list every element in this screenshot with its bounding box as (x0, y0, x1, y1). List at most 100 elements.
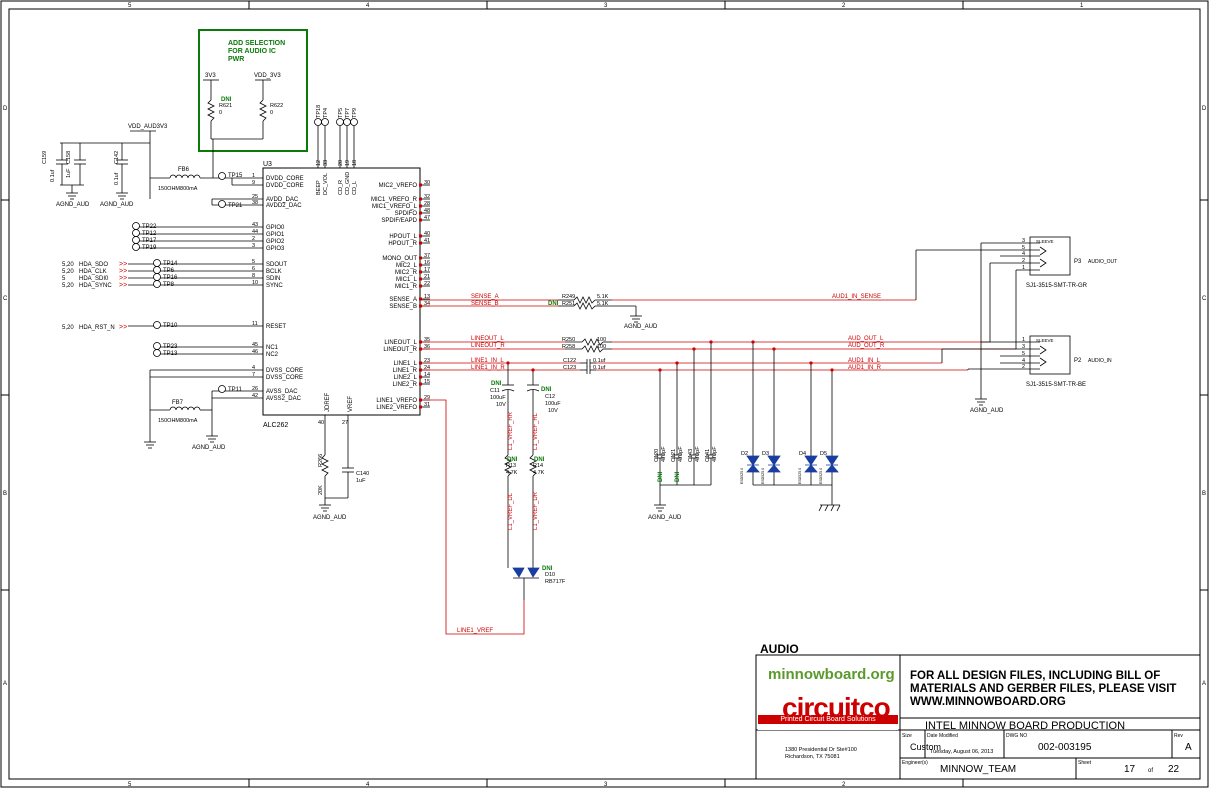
tb-rev-label: Rev (1174, 733, 1183, 739)
u3-pin-number: 4 (252, 365, 255, 371)
u3-pin-name: MIC1_VREFO_L (372, 204, 418, 210)
testpoint-circle (132, 229, 140, 237)
tp23-label: TP23 (163, 344, 178, 350)
r258-val: 100 (597, 344, 606, 350)
r14-ref: R14 (533, 463, 543, 469)
net-lineout-r: LINEOUT_R (471, 343, 505, 349)
u3-pin-name: LINE2_L (394, 375, 418, 381)
testpoint-label: TP5 (338, 108, 344, 118)
dni-d10: DNI (542, 566, 553, 572)
fb7-val: 150OHM800mA (158, 418, 198, 424)
zone-top-2: 2 (842, 3, 846, 9)
hda-net-name: HDA_SDI0 (79, 276, 109, 282)
pin-marker (419, 241, 422, 245)
u3-pin-name: RESET (266, 324, 286, 330)
u3-pin-number: 23 (424, 358, 430, 364)
tb-sheet-label: Sheet (1078, 760, 1092, 766)
pin-marker (419, 256, 422, 260)
u3-pin-number: 19 (345, 160, 351, 166)
zone-left-b: B (3, 491, 7, 497)
u3-pin-name: LINEOUT_L (384, 340, 417, 346)
agnd-label-3: AGND_AUD (192, 445, 226, 451)
c143-ref: C143 (688, 449, 694, 462)
u3-pin-name: LINE1_R (393, 368, 418, 374)
u3-pin-name: DVSS_CORE (266, 375, 303, 381)
u3-pin-number: 47 (424, 215, 430, 221)
zone-top-3: 3 (604, 3, 608, 9)
company-logos: minnowboard.org circuitco Printed Circui… (758, 656, 898, 730)
u3-pin-name: MIC2_L (396, 263, 418, 269)
connector-pin-number: 2 (1022, 364, 1025, 370)
agnd-label-1: AGND_AUD (56, 202, 90, 208)
red-nets (420, 299, 1016, 635)
u3-pin-number: 2 (252, 236, 255, 242)
pin-marker (419, 211, 422, 215)
testpoint-circle (153, 273, 161, 281)
pin-marker (419, 270, 422, 274)
pin-marker (419, 405, 422, 409)
d3-val: ESD5Z5.0 (761, 468, 765, 484)
u3-pin-number: 43 (252, 222, 258, 228)
d10-ref: D10 (545, 572, 555, 578)
circuitco-tagline: Printed Circuit Board Solutions (758, 715, 898, 724)
pin-marker (419, 375, 422, 379)
u3-pin-name: GPIO2 (266, 239, 285, 245)
u3-pin-name: LINEOUT_R (383, 347, 417, 353)
vref-pin: 27 (342, 420, 348, 426)
u3-pin-number: 44 (252, 229, 258, 235)
connector-pin-number: 5 (1022, 351, 1025, 357)
u3-pin-number: 40 (424, 231, 430, 237)
u3-pin-number: 12 (316, 160, 322, 166)
net-aud-out-r: AUD_OUT_R (848, 343, 885, 349)
u3-pin-number: 37 (424, 253, 430, 259)
tb-date-label: Date Modified (927, 733, 958, 739)
u3-refdes: U3 (263, 161, 272, 168)
hda-net-ref: 5,20 (62, 262, 74, 268)
u3-pin-number: 38 (252, 200, 258, 206)
c12-v: 10V (548, 408, 558, 414)
net-aud1-in-sense: AUD1_IN_SENSE (832, 294, 881, 300)
testpoint-circle (153, 259, 161, 267)
agnd-label-7: AGND_AUD (970, 408, 1004, 414)
r621-val: 0 (219, 110, 222, 116)
u3-pin-name: SYNC (266, 283, 283, 289)
u3-pin-name: NC1 (266, 345, 279, 351)
net-sense-a: SENSE_A (471, 294, 499, 300)
d4-ref: D4 (799, 451, 806, 457)
tp13-circle (153, 349, 161, 357)
c159-ref: C159 (42, 151, 48, 164)
fb6-ref: FB6 (178, 167, 190, 173)
u3-pin-number: 46 (252, 349, 258, 355)
u3-pin-number: 29 (424, 395, 430, 401)
c141-val: 470pF (712, 446, 718, 462)
u3-right-pins: 30MIC2_VREFO32MIC1_VREFO_R28MIC1_VREFO_L… (371, 180, 430, 411)
r266-ref: R266 (318, 454, 324, 467)
d3-symbol (767, 455, 781, 466)
r251-ref: R251 (562, 301, 575, 307)
c121-ref: C121 (671, 449, 677, 462)
pin-marker (419, 218, 422, 222)
u3-pin-number: 16 (424, 260, 430, 266)
dni-r621: DNI (221, 97, 232, 103)
net-line1-vref: LINE1_VREF (457, 628, 493, 634)
pin-marker (419, 297, 422, 301)
u3-pin-number: 26 (252, 386, 258, 392)
connector-pin-number: 3 (1022, 238, 1025, 244)
tp21-circle (218, 200, 226, 208)
zone-top-4: 4 (366, 3, 370, 9)
tb-dwg-value: 002-003195 (1038, 742, 1092, 753)
zone-top-5: 5 (128, 3, 132, 9)
hda-net-name: HDA_SYNC (79, 283, 112, 289)
pin-marker (419, 263, 422, 267)
u3-pin-number: 5 (252, 259, 255, 265)
tb-size-label: Size (902, 733, 912, 739)
r14-val: 4.7K (533, 470, 545, 476)
testpoint-circle (350, 118, 358, 126)
dni-c11: DNI (491, 381, 502, 387)
u3-pin-number: 11 (252, 321, 258, 327)
c143-val: 470pF (695, 446, 701, 462)
dni-c12: DNI (541, 387, 552, 393)
u3-pin-name: CD_L (352, 181, 358, 195)
net-l1-vref-rr: L1_VREF_RR (508, 411, 514, 450)
